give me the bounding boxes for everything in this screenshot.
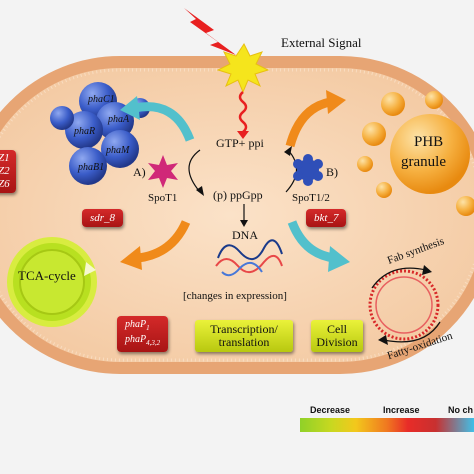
spot1-label: SpoT1 [148,192,178,204]
fab-ring-inner [375,276,433,334]
tca-arrowhead [84,262,96,276]
reaction-arrow-right-head [284,146,292,156]
phap-line1: phaP [125,319,147,330]
arrow-teal-bottomright-head [328,246,350,272]
phb-label-line2: granule [401,154,446,170]
fab-arrow-top [371,267,427,289]
pha-label-c1: phaC1 [88,94,115,105]
phb-label-line1: PHB [414,134,444,150]
pha-label-m: phaM [106,145,130,156]
pha-label-r: phaR [74,126,96,137]
signal-wave [238,91,248,133]
spot1-star-icon [148,155,178,188]
arrow-orange-topright-head [326,90,346,114]
left-tag-2: Z2 [0,165,10,177]
phap-sub2: 4,3,2 [146,339,161,347]
bkt-tag: bkt_7 [306,209,347,227]
fab-arrow-bottom-head [378,335,388,345]
sdr-tag: sdr_8 [82,209,124,227]
lightning-icon [184,8,236,55]
spot12-protein-icon [293,154,323,186]
cell-division-box: Cell Division [311,320,363,352]
signal-arrowhead [237,131,249,139]
changes-label: [changes in expression] [183,290,287,302]
external-signal-label: External Signal [281,35,362,50]
dna-icon [215,239,283,277]
spot12-label: SpoT1/2 [292,192,330,204]
tca-ring-inner [19,249,85,315]
arrow-teal-topleft-head [120,96,140,120]
tca-label: TCA-cycle [18,268,76,283]
reaction-arrow-right [285,149,298,193]
dna-label: DNA [232,228,258,242]
left-gene-tag: Z1 Z2 Z6 [0,150,16,193]
left-tag-1: Z1 [0,152,10,164]
legend-increase: Increase [383,405,420,415]
phb-granules [357,91,474,216]
fab-arrow-top-head [422,265,432,275]
transcription-box: Transcription/ translation [195,320,293,352]
gtp-ppi-label: GTP+ ppi [216,136,264,150]
arrow-orange-topright [285,97,332,148]
fab-arrow-bottom [383,321,441,343]
arrow-orange-bottomleft [137,220,191,263]
pha-label-b1: phaB1 [78,162,105,173]
label-a: A) [133,165,146,179]
phap-line2: phaP [125,334,147,345]
legend-gradient-bar [300,418,474,432]
reaction-arrow-left [188,149,201,193]
phap-sub1: 1 [146,324,150,332]
fab-ring [368,269,440,341]
reaction-arrow-left-head [196,186,204,196]
label-b: B) [326,165,338,179]
phap-tag: phaP1 phaP4,3,2 [117,316,169,352]
pha-label-a: phaA [108,114,130,125]
left-tag-3: Z6 [0,178,10,190]
ppgpp-label: (p) ppGpp [213,188,263,202]
down-arrow-dna-head [240,220,248,227]
arrow-teal-topleft [134,102,195,142]
legend-decrease: Decrease [310,405,351,415]
legend-no-change: No ch [448,405,474,415]
arrow-orange-bottomleft-head [120,246,142,270]
